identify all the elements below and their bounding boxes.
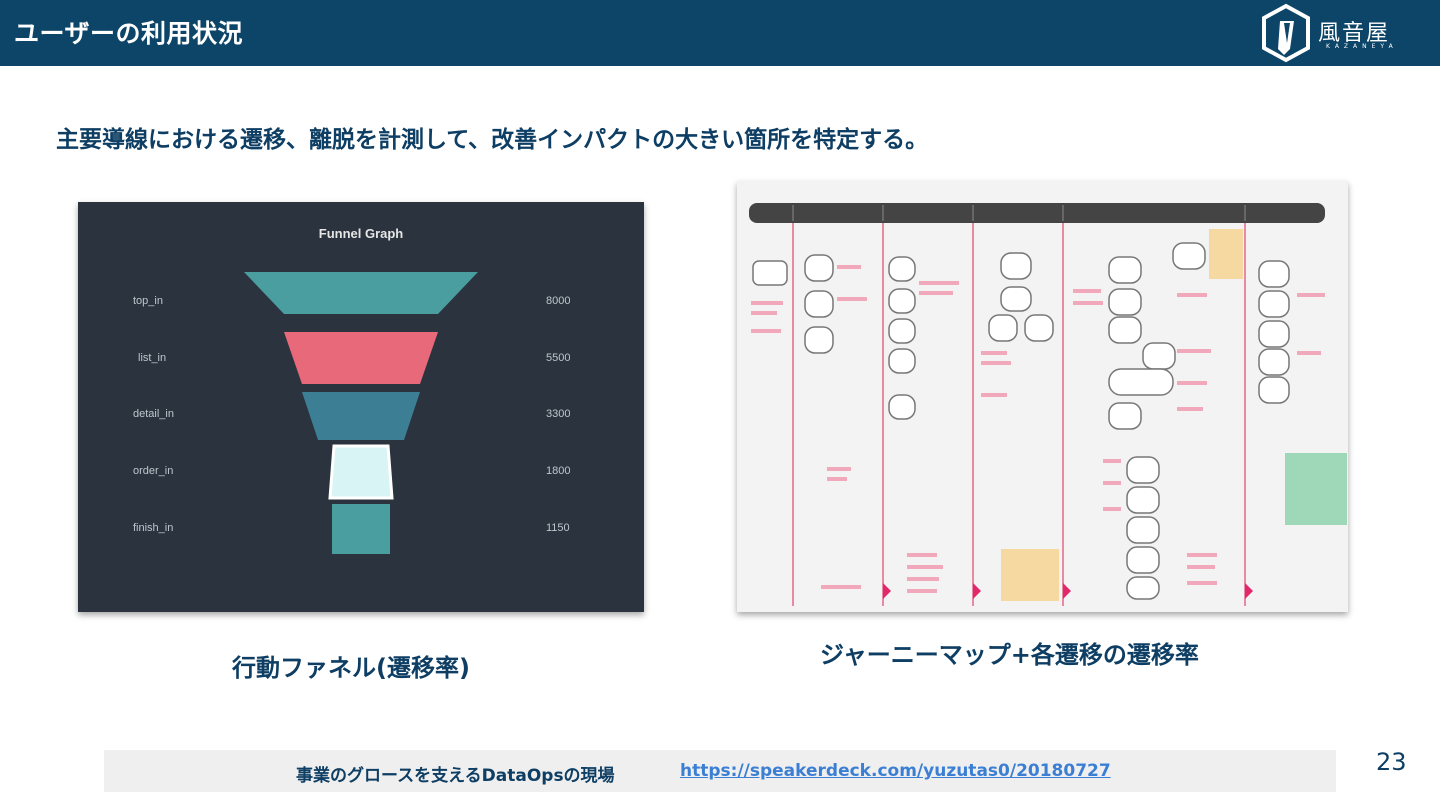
funnel-value: 5500 — [546, 352, 570, 364]
journey-header-bar — [749, 203, 1325, 223]
funnel-stage-5 — [332, 504, 390, 554]
funnel-stage-3 — [302, 392, 420, 440]
kazaneya-logo: 風音屋 KAZANEYA — [1256, 3, 1426, 63]
slide-title: ユーザーの利用状況 — [14, 19, 244, 48]
funnel-stage-1 — [244, 272, 478, 314]
logo-text: 風音屋 — [1318, 21, 1391, 46]
funnel-graph: Funnel Graph top_in list_in detail_in or… — [133, 226, 570, 554]
funnel-label: order_in — [133, 465, 173, 477]
slide-header: ユーザーの利用状況 風音屋 KAZANEYA — [0, 0, 1440, 66]
funnel-label: top_in — [133, 295, 163, 307]
slide-subtitle: 主要導線における遷移、離脱を計測して、改善インパクトの大きい箇所を特定する。 — [56, 127, 929, 153]
funnel-value: 8000 — [546, 295, 570, 307]
funnel-label: finish_in — [133, 522, 173, 534]
source-bar: 事業のグロースを支えるDataOpsの現場 https://speakerdec… — [104, 750, 1336, 792]
sticky-note — [1001, 549, 1059, 601]
logo-subtext: KAZANEYA — [1326, 43, 1398, 50]
logo-mark-icon — [1262, 3, 1310, 63]
funnel-label: detail_in — [133, 408, 174, 420]
journey-map-image — [737, 181, 1348, 612]
sticky-note — [1285, 453, 1347, 525]
sticky-note — [1209, 229, 1243, 279]
funnel-title: Funnel Graph — [319, 226, 404, 241]
source-title: 事業のグロースを支えるDataOpsの現場 — [296, 766, 615, 786]
funnel-value: 3300 — [546, 408, 570, 420]
funnel-stage-4 — [328, 444, 394, 500]
funnel-value: 1800 — [546, 465, 570, 477]
journey-map-caption: ジャーニーマップ+各遷移の遷移率 — [820, 641, 1199, 669]
funnel-label: list_in — [138, 352, 166, 364]
page-number: 23 — [1376, 748, 1407, 776]
funnel-value: 1150 — [546, 522, 570, 534]
source-link[interactable]: https://speakerdeck.com/yuzutas0/2018072… — [680, 761, 1111, 781]
funnel-chart-image: Funnel Graph top_in list_in detail_in or… — [78, 202, 644, 612]
funnel-stage-2 — [284, 332, 438, 384]
journey-map-graphic — [749, 203, 1347, 606]
funnel-caption: 行動ファネル(遷移率) — [232, 654, 470, 682]
